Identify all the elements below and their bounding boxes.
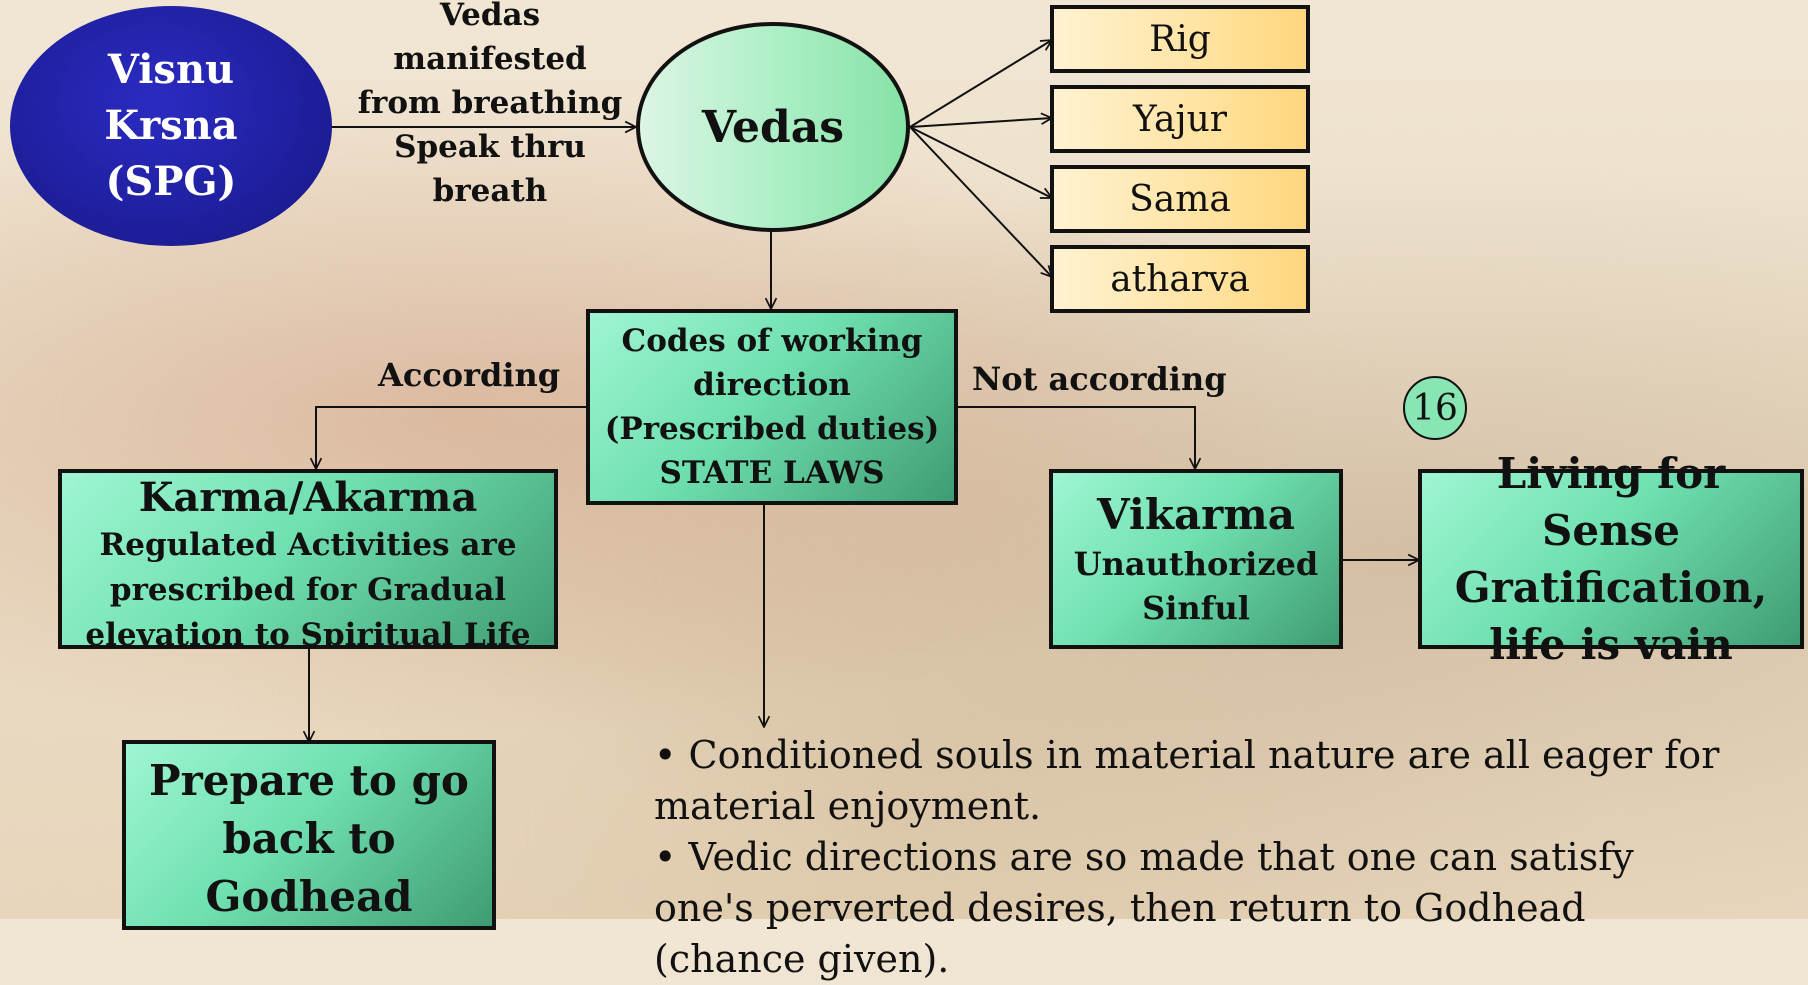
codes-line: (Prescribed duties) bbox=[604, 411, 940, 447]
page-number: 16 bbox=[1412, 387, 1458, 429]
living-node: Living for Sense Gratification, life is … bbox=[1418, 449, 1804, 669]
edge-label-breath: Vedas manifested from breathing Speak th… bbox=[340, 0, 640, 209]
vedas-label: Vedas bbox=[701, 101, 845, 153]
veda-box-label: Yajur bbox=[1133, 98, 1227, 140]
arrow-vedas-to-atharva bbox=[909, 126, 1052, 277]
connector-lines bbox=[0, 0, 1808, 919]
veda-box-label: Rig bbox=[1149, 18, 1211, 60]
source-line: Visnu bbox=[107, 46, 235, 93]
vikarma-node: Vikarma Unauthorized Sinful bbox=[1049, 469, 1343, 649]
vikarma-line: Unauthorized bbox=[1073, 545, 1319, 583]
bullet-item: • Conditioned souls in material nature a… bbox=[654, 733, 1720, 828]
vedas-node: Vedas bbox=[636, 22, 910, 232]
veda-box-sama: Sama bbox=[1050, 165, 1310, 233]
vikarma-line: Sinful bbox=[1142, 589, 1250, 627]
prepare-node: Prepare to go back to Godhead bbox=[122, 740, 496, 930]
codes-line: direction bbox=[693, 367, 851, 403]
arrow-vedas-to-sama bbox=[909, 126, 1052, 199]
arrow-vedas-to-rig bbox=[909, 40, 1052, 128]
edge-label-according: According bbox=[378, 356, 561, 394]
edge-label-line: Speak thru breath bbox=[394, 129, 586, 209]
codes-line: STATE LAWS bbox=[659, 455, 885, 491]
karma-line: prescribed for Gradual bbox=[109, 572, 507, 608]
arrow-codes-to-vikarma bbox=[956, 406, 1195, 469]
bullet-item: • Vedic directions are so made that one … bbox=[654, 835, 1634, 981]
living-line: life is vain bbox=[1489, 620, 1733, 669]
veda-box-rig: Rig bbox=[1050, 5, 1310, 73]
prepare-line: back to bbox=[222, 814, 396, 863]
source-line: Krsna bbox=[104, 102, 238, 149]
source-line: (SPG) bbox=[105, 158, 237, 205]
veda-box-yajur: Yajur bbox=[1050, 85, 1310, 153]
prepare-line: Godhead bbox=[205, 872, 413, 921]
edge-label-line: Vedas manifested bbox=[393, 0, 587, 77]
codes-line: Codes of working bbox=[621, 323, 923, 359]
veda-box-label: Sama bbox=[1129, 178, 1231, 220]
edge-label-not-according: Not according bbox=[972, 360, 1227, 398]
source-node: Visnu Krsna (SPG) bbox=[10, 6, 332, 246]
edge-label-line: from breathing bbox=[357, 85, 623, 121]
veda-box-label: atharva bbox=[1110, 258, 1250, 300]
prepare-line: Prepare to go bbox=[149, 756, 469, 805]
living-line: Gratification, bbox=[1454, 563, 1768, 612]
living-line: Living for Sense bbox=[1496, 449, 1726, 555]
arrow-vedas-to-yajur bbox=[909, 118, 1052, 128]
page-number-badge: 16 bbox=[1403, 376, 1467, 440]
bullet-notes: • Conditioned souls in material nature a… bbox=[654, 730, 1734, 985]
karma-title: Karma/Akarma bbox=[138, 474, 478, 521]
karma-node: Karma/Akarma Regulated Activities are pr… bbox=[58, 469, 558, 649]
vikarma-title: Vikarma bbox=[1097, 490, 1295, 539]
karma-line: Regulated Activities are bbox=[99, 527, 517, 563]
codes-node: Codes of working direction (Prescribed d… bbox=[586, 309, 958, 505]
karma-line: elevation to Spiritual Life bbox=[85, 617, 531, 649]
veda-box-atharva: atharva bbox=[1050, 245, 1310, 313]
arrow-codes-to-karma bbox=[316, 406, 587, 469]
